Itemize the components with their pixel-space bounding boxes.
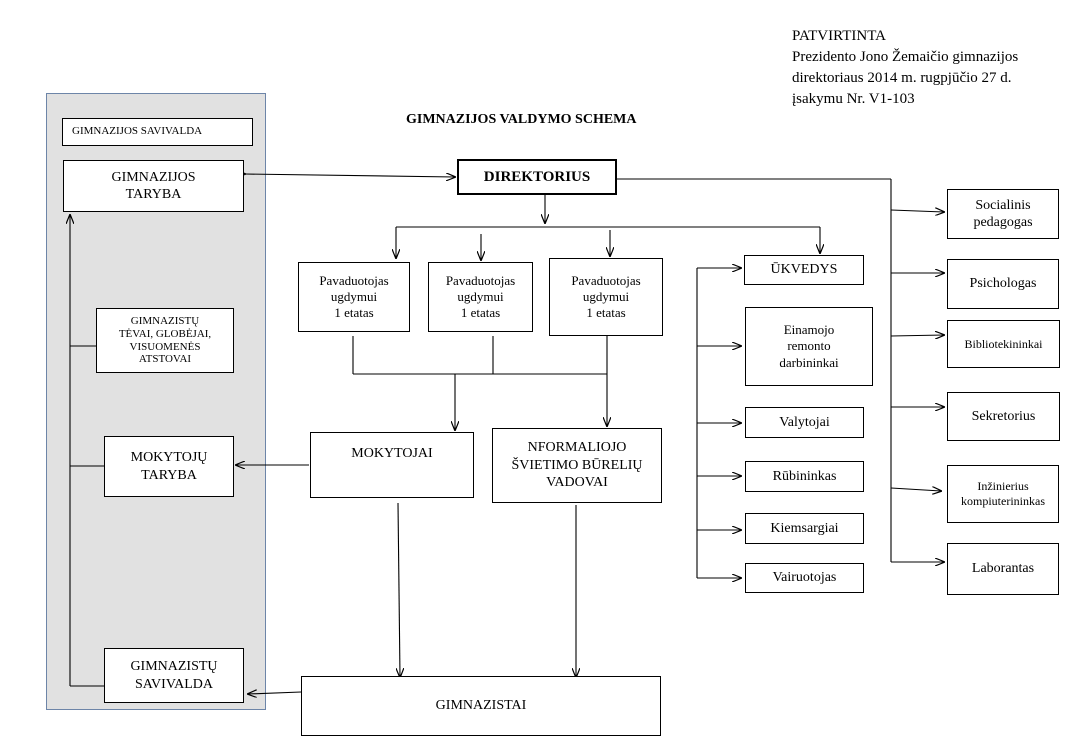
node-gimnazistai: GIMNAZISTAI [301,676,661,736]
node-bibliotekininkai: Bibliotekininkai [947,320,1060,368]
node-valytojai: Valytojai [745,407,864,438]
node-ukvedys: ŪKVEDYS [744,255,864,285]
approval-block: PATVIRTINTA Prezidento Jono Žemaičio gim… [792,26,1018,110]
schema-title: GIMNAZIJOS VALDYMO SCHEMA [406,112,637,127]
node-inzinierius-kompiuterininkas: Inžinierius kompiuterininkas [947,465,1059,523]
node-direktorius: DIREKTORIUS [457,159,617,195]
node-mokytoju-taryba: MOKYTOJŲ TARYBA [104,436,234,497]
node-laborantas: Laborantas [947,543,1059,595]
node-sekretorius: Sekretorius [947,392,1060,441]
node-gimnazistu-savivalda: GIMNAZISTŲ SAVIVALDA [104,648,244,703]
node-remonto-darbininkai: Einamojo remonto darbininkai [745,307,873,386]
node-kiemsargiai: Kiemsargiai [745,513,864,544]
node-psichologas: Psichologas [947,259,1059,309]
node-socialinis-pedagogas: Socialinis pedagogas [947,189,1059,239]
node-neformaliojo-svietimo: NFORMALIOJO ŠVIETIMO BŪRELIŲ VADOVAI [492,428,662,503]
node-rubininkas: Rūbininkas [745,461,864,492]
node-tevai-globejai: GIMNAZISTŲ TĖVAI, GLOBĖJAI, VISUOMENĖS A… [96,308,234,373]
approval-title: PATVIRTINTA [792,28,887,44]
taryba-direktorius-line [245,174,455,177]
node-gimnazijos-savivalda: GIMNAZIJOS SAVIVALDA [62,118,253,146]
approval-line-1: Prezidento Jono Žemaičio gimnazijos [792,49,1019,65]
node-gimnazijos-taryba: GIMNAZIJOS TARYBA [63,160,244,212]
node-mokytojai: MOKYTOJAI [310,432,474,498]
node-pavaduotojas-3: Pavaduotojas ugdymui 1 etatas [549,258,663,336]
approval-line-2: direktoriaus 2014 m. rugpjūčio 27 d. [792,70,1012,86]
approval-line-3: įsakymu Nr. V1-103 [792,91,915,107]
node-pavaduotojas-2: Pavaduotojas ugdymui 1 etatas [428,262,533,332]
node-vairuotojas: Vairuotojas [745,563,864,593]
node-pavaduotojas-1: Pavaduotojas ugdymui 1 etatas [298,262,410,332]
